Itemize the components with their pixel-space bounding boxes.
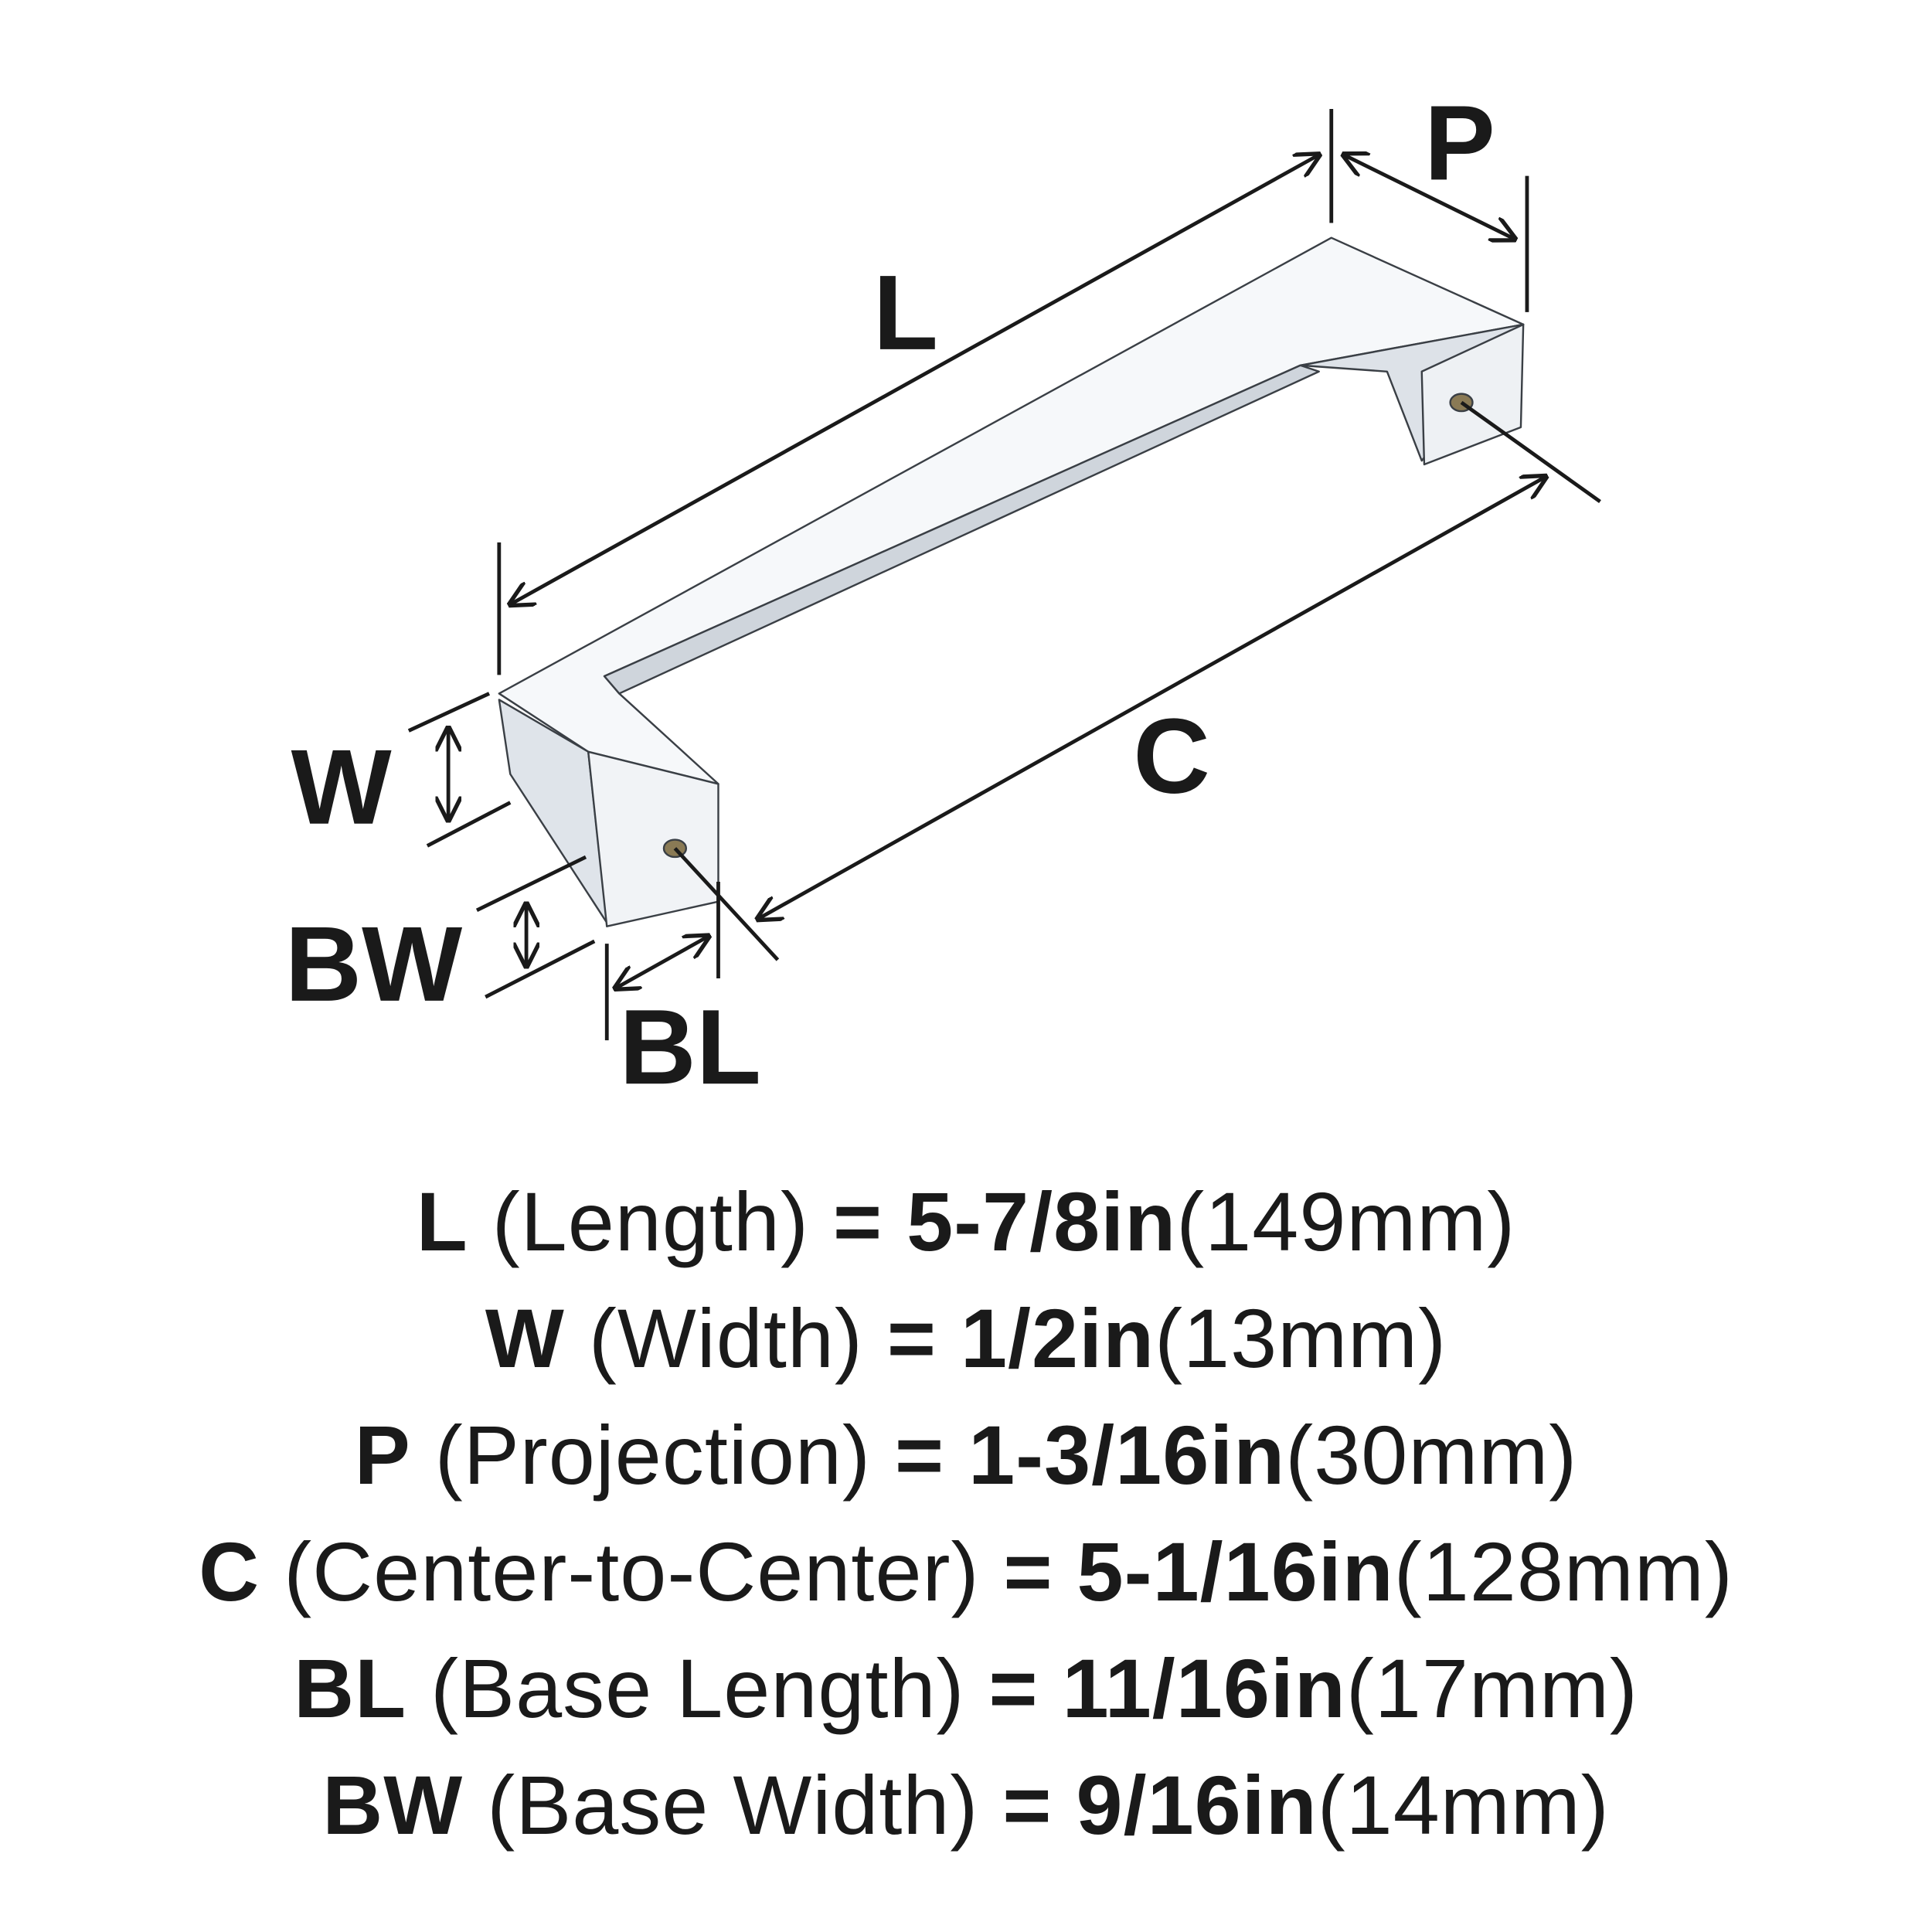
spec-name: (Projection): [434, 1408, 871, 1502]
specifications-list: L (Length) = 5-7/8in(149mm) W (Width) = …: [0, 1163, 1932, 1863]
spec-row-base-length: BL (Base Length) = 11/16in(17mm): [0, 1630, 1932, 1747]
spec-name: (Width): [588, 1291, 863, 1385]
spec-row-length: L (Length) = 5-7/8in(149mm): [0, 1163, 1932, 1280]
spec-code: L: [416, 1175, 468, 1268]
spec-imperial: 11/16in: [1062, 1641, 1346, 1735]
spec-code: C: [199, 1525, 260, 1618]
spec-imperial: 1/2in: [960, 1291, 1155, 1385]
label-L: L: [873, 253, 938, 372]
spec-row-center-to-center: C (Center-to-Center) = 5-1/16in(128mm): [0, 1513, 1932, 1630]
label-BL: BL: [619, 988, 761, 1107]
dim-C: [758, 477, 1546, 919]
spec-row-projection: P (Projection) = 1-3/16in(30mm): [0, 1396, 1932, 1513]
spec-eq: =: [1003, 1525, 1053, 1618]
spec-metric: (13mm): [1155, 1291, 1447, 1385]
label-BW: BW: [285, 905, 463, 1024]
spec-metric: (128mm): [1393, 1525, 1733, 1618]
spec-metric: (30mm): [1285, 1408, 1578, 1502]
spec-eq: =: [1002, 1758, 1053, 1852]
spec-imperial: 9/16in: [1076, 1758, 1318, 1852]
spec-eq: =: [894, 1408, 945, 1502]
label-W: W: [291, 728, 392, 847]
spec-imperial: 1-3/16in: [968, 1408, 1286, 1502]
spec-eq: =: [886, 1291, 937, 1385]
spec-name: (Length): [492, 1175, 809, 1268]
bar-inner-face: [603, 364, 1320, 695]
spec-code: W: [485, 1291, 565, 1385]
spec-row-width: W (Width) = 1/2in(13mm): [0, 1280, 1932, 1396]
dim-P: [1344, 155, 1515, 239]
spec-row-base-width: BW (Base Width) = 9/16in(14mm): [0, 1747, 1932, 1863]
spec-code: P: [354, 1408, 411, 1502]
spec-name: (Base Width): [487, 1758, 979, 1852]
spec-metric: (17mm): [1345, 1641, 1638, 1735]
spec-code: BW: [322, 1758, 464, 1852]
spec-metric: (14mm): [1317, 1758, 1610, 1852]
dim-BL: [615, 937, 708, 988]
label-C: C: [1133, 697, 1210, 816]
spec-metric: (149mm): [1176, 1175, 1516, 1268]
spec-eq: =: [988, 1641, 1039, 1735]
dim-L: [510, 155, 1318, 604]
spec-name: (Center-to-Center): [284, 1525, 980, 1618]
spec-name: (Base Length): [430, 1641, 965, 1735]
spec-imperial: 5-1/16in: [1077, 1525, 1394, 1618]
spec-code: BL: [294, 1641, 407, 1735]
spec-imperial: 5-7/8in: [906, 1175, 1177, 1268]
cabinet-pull-handle: [498, 236, 1525, 927]
dimension-lines: [407, 109, 1601, 1041]
spec-eq: =: [832, 1175, 883, 1268]
label-P: P: [1424, 83, 1495, 202]
